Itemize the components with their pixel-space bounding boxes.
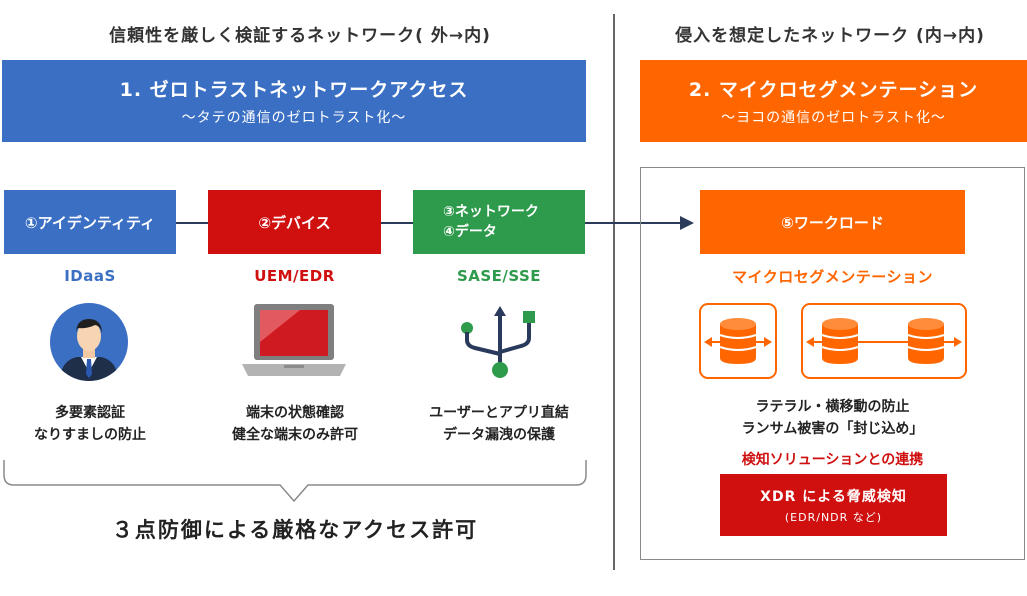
description-line: 多要素認証 [55, 405, 125, 421]
micro-segmentation-banner: 2. マイクロセグメンテーション 〜ヨコの通信のゼロトラスト化〜 [640, 60, 1027, 142]
left-section-header: 信頼性を厳しく検証するネットワーク( 外→内) [109, 25, 491, 46]
banner-title: 2. マイクロセグメンテーション [688, 79, 979, 101]
description-line: ユーザーとアプリ直結 [429, 405, 569, 421]
xdr-title: XDR による脅威検知 [760, 488, 907, 505]
network-label: ③ネットワーク [443, 204, 539, 220]
description-line: ランサム被害の「封じ込め」 [741, 421, 924, 437]
description-line: 端末の状態確認 [246, 405, 344, 421]
xdr-subtitle: (EDR/NDR など) [784, 510, 883, 524]
connector-line [381, 222, 413, 224]
data-label: ④データ [443, 224, 497, 240]
identity-description: 多要素認証 なりすましの防止 [4, 402, 176, 446]
description-line: 健全な端末のみ許可 [232, 427, 358, 443]
identity-box: ①アイデンティティ [4, 190, 176, 254]
idaas-label: IDaaS [64, 267, 116, 285]
person-icon [50, 303, 128, 381]
uem-edr-label: UEM/EDR [254, 267, 335, 285]
network-data-box: ③ネットワーク ④データ [413, 190, 585, 254]
network-description: ユーザーとアプリ直結 データ漏洩の保護 [398, 402, 600, 446]
description-line: ラテラル・横移動の防止 [755, 399, 910, 415]
zero-trust-network-access-banner: 1. ゼロトラストネットワークアクセス 〜タテの通信のゼロトラスト化〜 [2, 60, 586, 142]
arrow-head-icon [680, 216, 694, 230]
device-box: ②デバイス [208, 190, 381, 254]
connector-arrow-line [585, 222, 683, 224]
conclusion-text: ３点防御による厳格なアクセス許可 [111, 518, 479, 542]
grouping-brace [3, 460, 587, 503]
integration-label: 検知ソリューションとの連携 [741, 452, 924, 468]
banner-subtitle: 〜ヨコの通信のゼロトラスト化〜 [721, 110, 946, 126]
device-description: 端末の状態確認 健全な端末のみ許可 [195, 402, 395, 446]
network-icon [461, 306, 535, 378]
micro-segment-diagram-icon [699, 303, 967, 379]
banner-subtitle: 〜タテの通信のゼロトラスト化〜 [181, 110, 407, 126]
workload-box: ⑤ワークロード [700, 190, 965, 254]
micro-segmentation-label: マイクロセグメンテーション [732, 267, 933, 286]
laptop-icon [242, 304, 346, 376]
connector-line [176, 222, 208, 224]
workload-panel [640, 167, 1025, 560]
description-line: データ漏洩の保護 [443, 427, 555, 443]
sase-sse-label: SASE/SSE [456, 267, 542, 285]
xdr-box: XDR による脅威検知 (EDR/NDR など) [720, 474, 947, 536]
banner-title: 1. ゼロトラストネットワークアクセス [119, 79, 469, 101]
workload-description: ラテラル・横移動の防止 ランサム被害の「封じ込め」 [660, 396, 1005, 440]
right-section-header: 侵入を想定したネットワーク (内→内) [675, 25, 985, 46]
section-divider [613, 14, 615, 570]
description-line: なりすましの防止 [34, 427, 146, 443]
